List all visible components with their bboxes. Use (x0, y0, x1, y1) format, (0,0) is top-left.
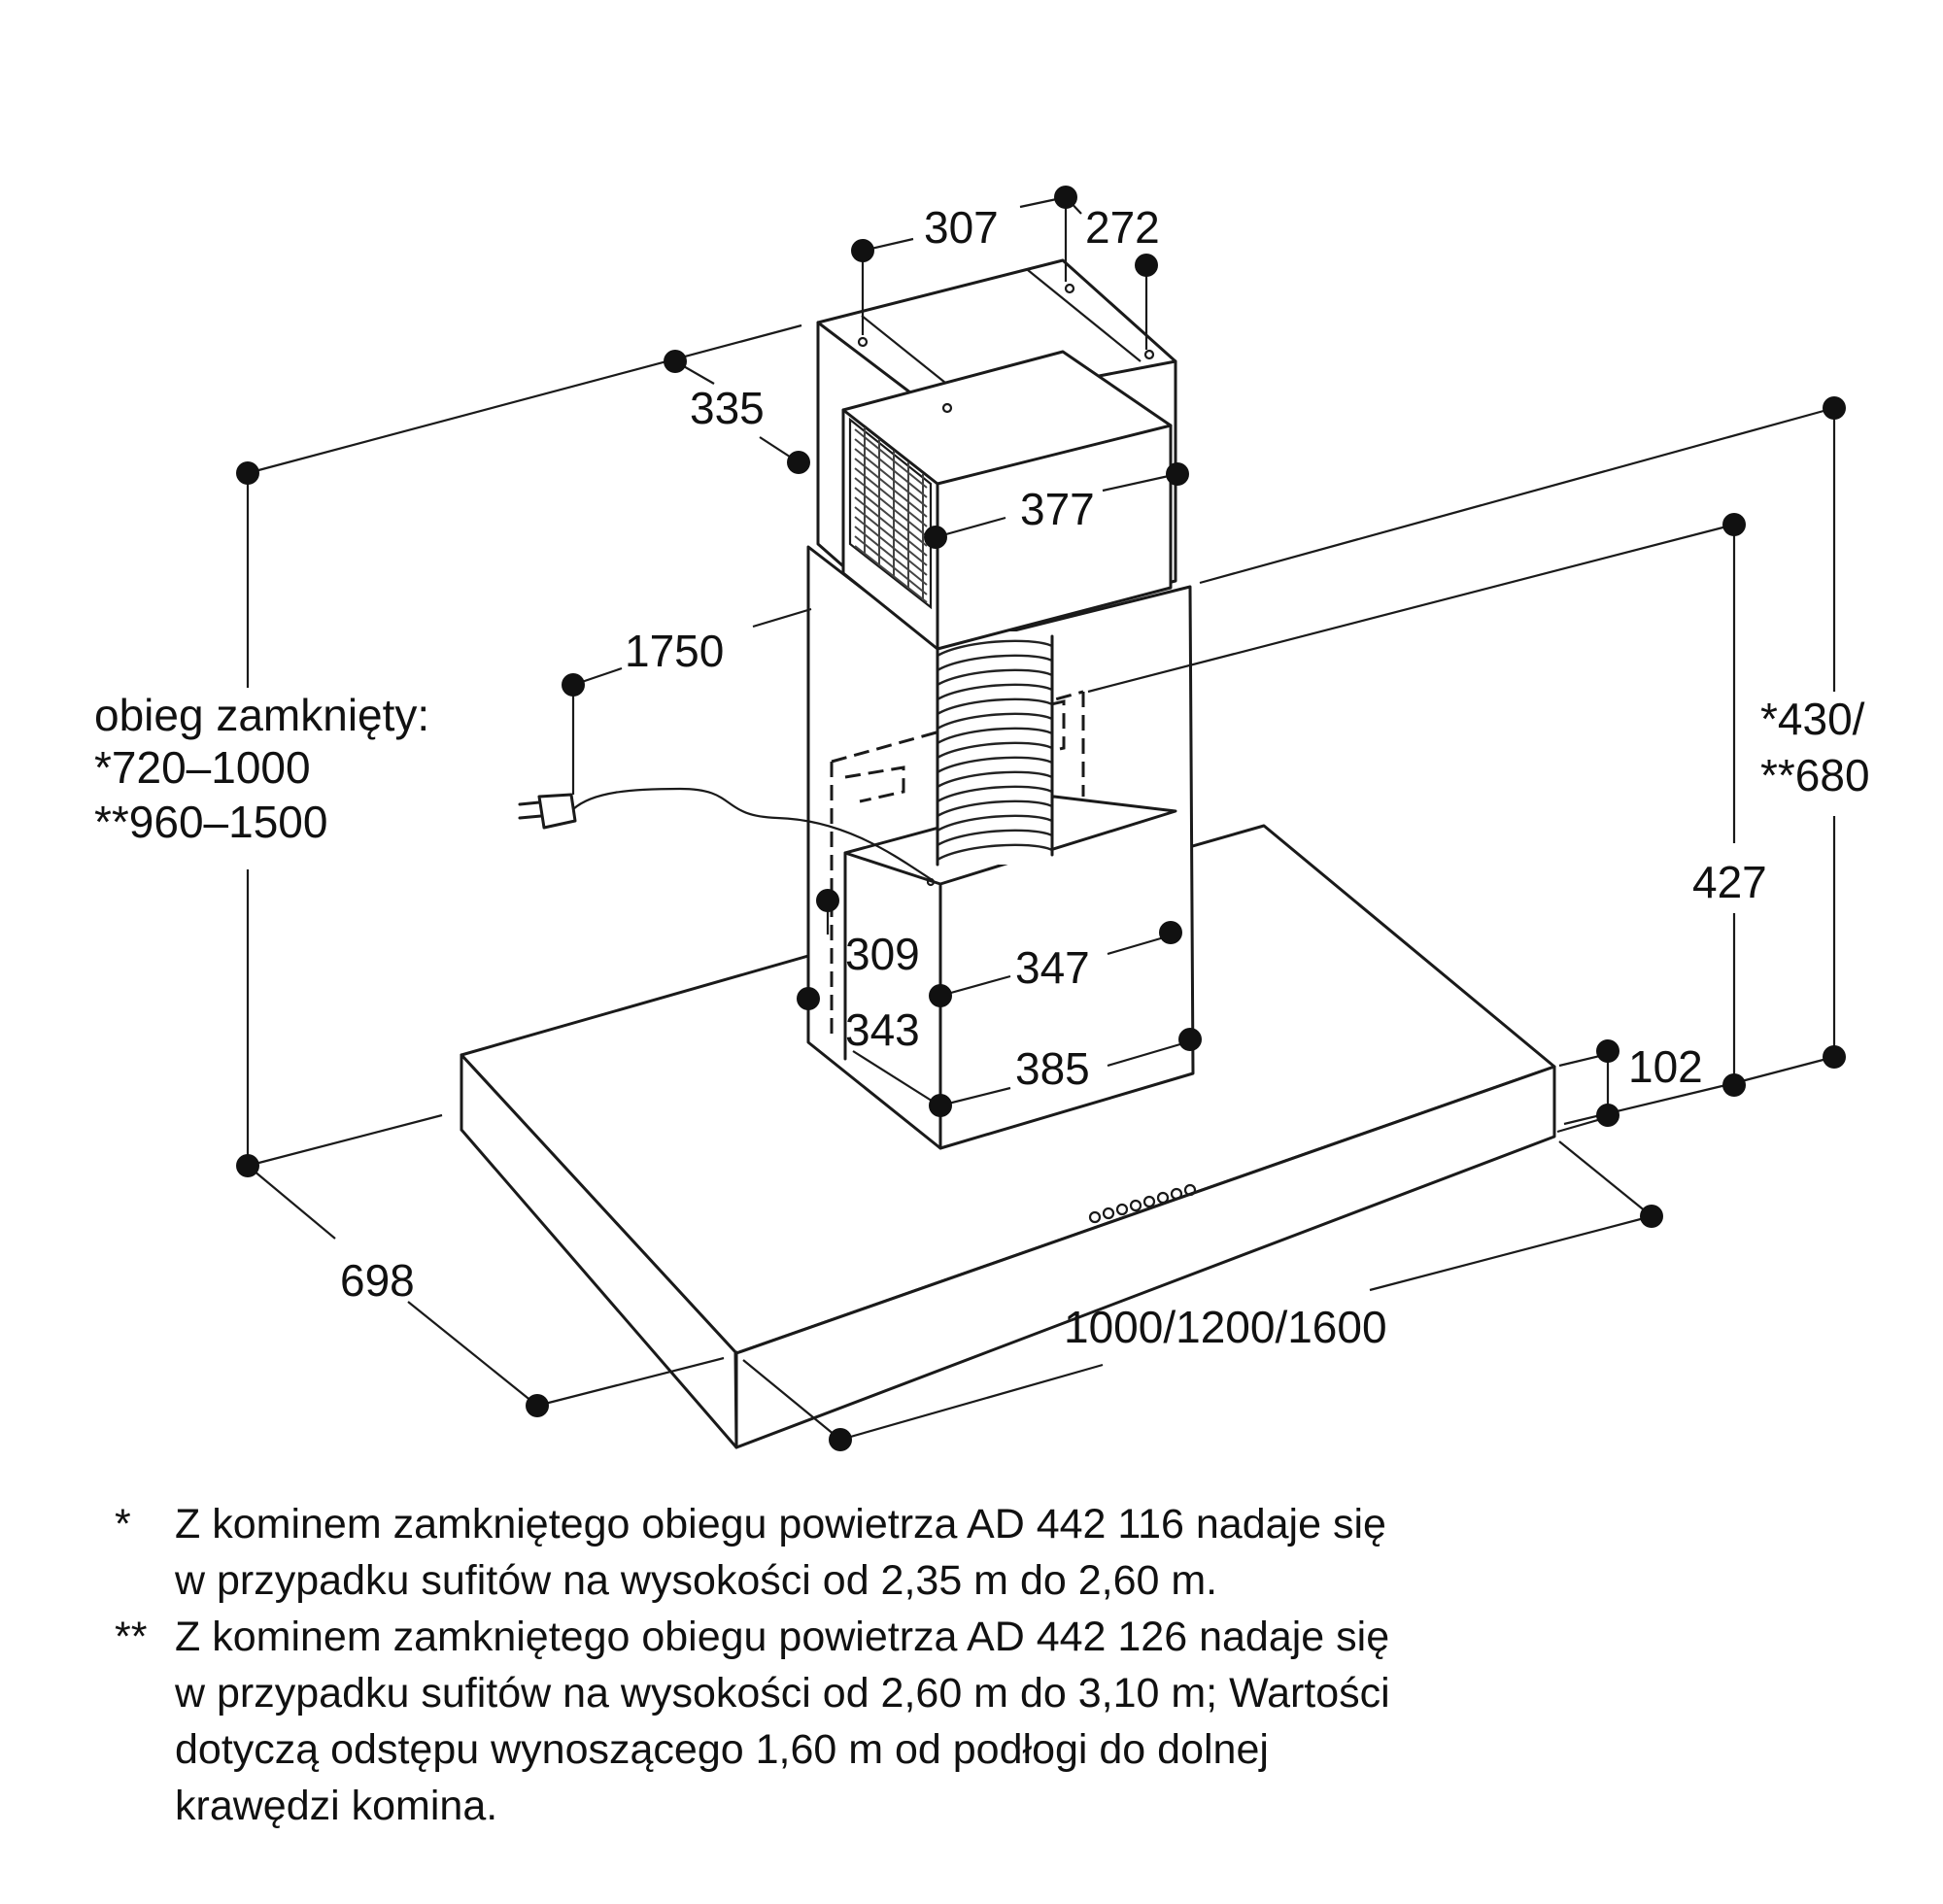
footnotes: * Z kominem zamkniętego obiegu powietrza… (115, 1496, 1863, 1834)
dim-385-label: 385 (1015, 1043, 1090, 1094)
dim-377-label: 377 (1020, 484, 1095, 534)
footnote-1-marker: * (115, 1501, 131, 1547)
dim-347-label: 347 (1015, 942, 1090, 993)
footnote-2: ** Z kominem zamkniętego obiegu powietrz… (115, 1609, 1863, 1834)
dim-272-label: 272 (1085, 202, 1160, 253)
dim-343-label: 343 (845, 1004, 920, 1055)
dim-width-label: 1000/1200/1600 (1064, 1302, 1387, 1352)
control-buttons (1088, 1183, 1197, 1224)
dim-698-label: 698 (340, 1255, 415, 1306)
dim-680-label: **680 (1760, 750, 1870, 800)
dim-102-label: 102 (1628, 1041, 1703, 1092)
filter-grille (854, 427, 928, 603)
footnote-2-text: Z kominem zamkniętego obiegu powietrza A… (175, 1614, 1390, 1829)
dim-307-label: 307 (924, 202, 999, 253)
closed-circuit-range-1: *720–1000 (94, 742, 311, 793)
dim-335-label: 335 (690, 383, 765, 433)
dim-427-label: 427 (1692, 857, 1767, 907)
dimension-endpoints (236, 186, 1846, 1451)
footnote-1-text: Z kominem zamkniętego obiegu powietrza A… (175, 1501, 1386, 1604)
dim-309-label: 309 (845, 929, 920, 979)
closed-circuit-range-2: **960–1500 (94, 797, 327, 847)
plug-icon (518, 793, 577, 830)
footnote-2-marker: ** (115, 1614, 148, 1660)
flexible-duct (936, 631, 1054, 867)
closed-circuit-label: obieg zamknięty: (94, 690, 429, 740)
power-cable (572, 787, 936, 887)
footnote-1: * Z kominem zamkniętego obiegu powietrza… (115, 1496, 1863, 1609)
dim-430-label: *430/ (1760, 694, 1865, 744)
mounting-holes (857, 283, 1155, 414)
dim-1750-label: 1750 (625, 626, 724, 676)
